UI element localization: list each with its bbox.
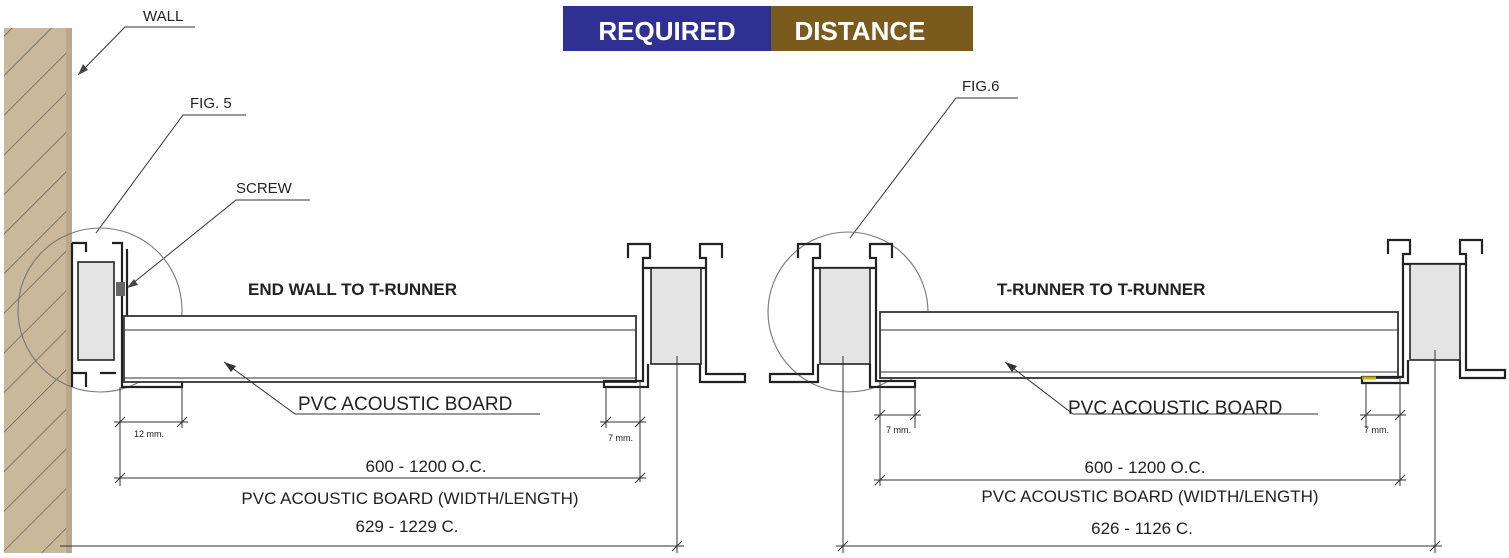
left-board — [123, 315, 637, 383]
left-board-label: PVC ACOUSTIC BOARD — [298, 394, 512, 415]
header-left-block — [563, 6, 771, 51]
wall — [4, 28, 72, 553]
right-gap-right: 7 mm. — [1364, 425, 1389, 435]
fig5-label: FIG. 5 — [190, 95, 232, 112]
left-oc: 600 - 1200 O.C. — [366, 457, 487, 476]
left-gap-right: 7 mm. — [608, 433, 633, 443]
left-dimensions: 12 mm. 7 mm. 600 - 1200 O.C. PVC ACOUSTI… — [60, 356, 684, 553]
fig5-callout: FIG. 5 — [95, 95, 246, 234]
header-right-word: DISTANCE — [795, 16, 926, 46]
header-banner: REQUIRED DISTANCE — [563, 6, 973, 51]
wall-label: WALL — [143, 8, 183, 25]
right-board-label: PVC ACOUSTIC BOARD — [1068, 398, 1282, 419]
left-c: 629 - 1229 C. — [355, 517, 458, 536]
left-figure: END WALL TO T-RUNNER PVC ACOUSTIC BOARD — [17, 227, 747, 553]
wall-hatch — [4, 28, 68, 553]
right-board-callout: PVC ACOUSTIC BOARD — [1004, 361, 1318, 419]
fig6-callout: FIG.6 — [849, 78, 1018, 239]
right-dimensions: 7 mm. 7 mm. 600 - 1200 O.C. PVC ACOUSTIC… — [836, 350, 1442, 553]
screw-head — [116, 282, 125, 296]
left-title: END WALL TO T-RUNNER — [248, 280, 457, 299]
left-t-runner — [602, 242, 747, 389]
right-board — [879, 311, 1399, 379]
right-t-runner-left — [768, 242, 917, 389]
wall-callout: WALL — [77, 8, 195, 76]
fig5-detail-circle — [17, 227, 183, 393]
left-gap-left: 12 mm. — [134, 429, 164, 439]
header-right-block — [771, 6, 973, 51]
screw-label: SCREW — [236, 180, 293, 197]
right-gap-left: 7 mm. — [886, 425, 911, 435]
left-board-callout: PVC ACOUSTIC BOARD — [223, 361, 540, 415]
right-board-size: PVC ACOUSTIC BOARD (WIDTH/LENGTH) — [981, 487, 1318, 506]
screw-callout: SCREW — [126, 180, 310, 289]
right-c: 626 - 1126 C. — [1091, 519, 1193, 538]
right-oc: 600 - 1200 O.C. — [1085, 458, 1206, 477]
header-left-word: REQUIRED — [598, 16, 735, 46]
right-figure: T-RUNNER TO T-RUNNER PVC ACOUSTIC BOARD — [767, 231, 1507, 553]
fig6-label: FIG.6 — [962, 78, 1000, 95]
right-title: T-RUNNER TO T-RUNNER — [997, 280, 1205, 299]
left-board-size: PVC ACOUSTIC BOARD (WIDTH/LENGTH) — [241, 489, 578, 508]
wall-face — [66, 28, 72, 553]
